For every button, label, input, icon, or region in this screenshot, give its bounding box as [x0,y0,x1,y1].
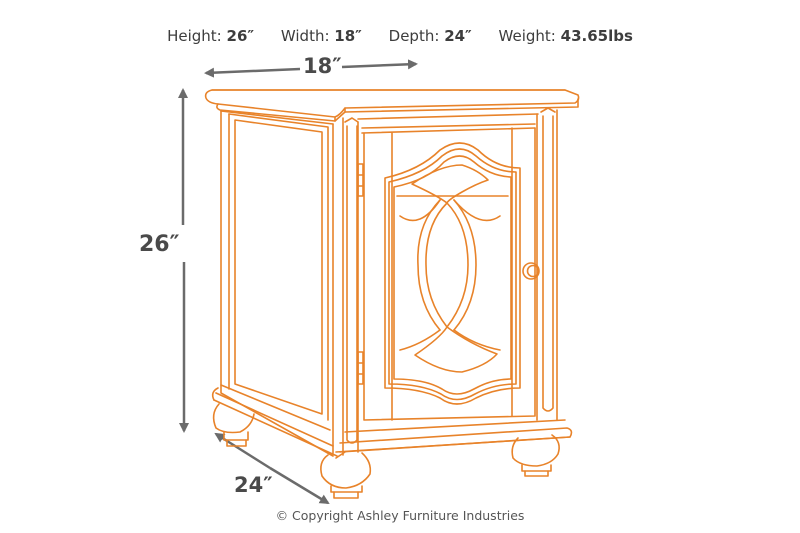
spec-height: Height: 26″ [167,27,254,45]
foot-front-right [511,434,560,477]
specifications-bar: Height: 26″ Width: 18″ Depth: 24″ Weight… [0,27,800,45]
spec-height-value: 26″ [226,27,255,45]
spec-weight-label: Weight: [498,27,556,45]
spec-height-label: Height: [167,27,222,45]
spec-weight-value: 43.65lbs [560,27,633,45]
spec-width: Width: 18″ [281,27,362,45]
height-arrow-icon [178,88,189,433]
depth-dimension-label: 24″ [234,473,273,497]
width-dimension-label: 18″ [303,54,342,78]
spec-width-label: Width: [280,27,330,45]
end-table-illustration [204,89,580,499]
spec-depth-value: 24″ [444,27,472,45]
width-arrow-icon [204,59,418,78]
spec-depth: Depth: 24″ [389,27,472,45]
spec-weight: Weight: 43.65lbs [499,27,633,45]
height-dimension-label: 26″ [139,232,180,257]
spec-width-value: 18″ [334,27,362,45]
copyright-notice: © Copyright Ashley Furniture Industries [275,508,525,523]
spec-depth-label: Depth: [388,27,440,45]
foot-left-back [212,403,255,447]
foot-front-left [320,452,372,499]
